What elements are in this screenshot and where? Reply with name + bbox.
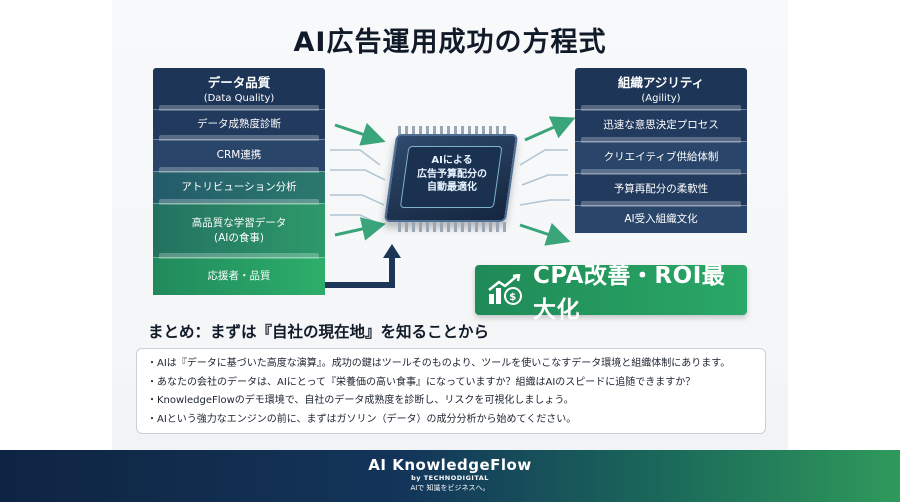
summary-line: ・あなたの会社のデータは、AIにとって『栄養価の高い食事』になっていますか？組織… — [147, 376, 696, 388]
layer-label: 迅速な意思決定プロセス — [603, 119, 719, 132]
data-quality-subtitle: (Data Quality) — [203, 93, 275, 104]
chip-label: AIによる 広告予算配分の 自動最適化 — [417, 155, 487, 193]
data-quality-stack: データ品質 (Data Quality) データ成熟度診断 CRM連携 アトリビ… — [153, 68, 325, 295]
layer-training-data: 高品質な学習データ (AIの食事) — [153, 199, 325, 257]
layer-label: クリエイティブ供給体制 — [603, 151, 719, 164]
chip-pins — [398, 222, 508, 232]
agility-stack: 組織アジリティ (Agility) 迅速な意思決定プロセス クリエイティブ供給体… — [575, 68, 747, 233]
data-quality-title: データ品質 — [207, 75, 271, 90]
agility-header: 組織アジリティ (Agility) — [575, 68, 747, 109]
summary-line: ・AIという強力なエンジンの前に、まずはガソリン（データ）の成分分析から始めてく… — [147, 413, 577, 425]
footer-brand: AI KnowledgeFlow — [368, 456, 532, 474]
summary-line: ・KnowledgeFlowのデモ環境で、自社のデータ成熟度を診断し、リスクを可… — [147, 395, 574, 406]
chip-pins — [398, 126, 508, 136]
footer-by: by TECHNODIGITAL — [411, 474, 489, 482]
layer-creative: クリエイティブ供給体制 — [575, 137, 747, 173]
layer-culture: AI受入組織文化 — [575, 201, 747, 233]
layer-label: データ成熟度診断 — [197, 118, 281, 131]
left-margin — [0, 0, 112, 450]
layer-label: AI受入組織文化 — [624, 213, 698, 226]
ai-chip: AIによる 広告予算配分の 自動最適化 — [372, 118, 530, 246]
layer-label: CRM連携 — [216, 149, 262, 162]
summary-line: ・AIは『データに基づいた高度な演算』。成功の鍵はツールそのものより、ツールを使… — [147, 358, 731, 369]
layer-label: 予算再配分の柔軟性 — [613, 183, 709, 196]
result-label: CPA改善・ROI最大化 — [533, 263, 726, 323]
layer-crm: CRM連携 — [153, 135, 325, 171]
data-quality-header: データ品質 (Data Quality) — [153, 68, 325, 109]
agility-title: 組織アジリティ — [617, 75, 705, 90]
layer-quality: 応援者・品質 — [153, 253, 325, 295]
growth-chart-coin-icon: $ — [488, 274, 522, 305]
layer-budget: 予算再配分の柔軟性 — [575, 169, 747, 205]
layer-sublabel: (AIの食事) — [214, 231, 264, 244]
layer-maturity-diagnosis: データ成熟度診断 — [153, 105, 325, 139]
agility-subtitle: (Agility) — [641, 93, 681, 104]
layer-decision: 迅速な意思決定プロセス — [575, 105, 747, 141]
layer-label: 高品質な学習データ — [191, 217, 287, 230]
footer-tagline: AIで 知識をビジネスへ。 — [410, 484, 490, 492]
footer-banner: AI KnowledgeFlow by TECHNODIGITAL AIで 知識… — [0, 450, 900, 502]
result-banner: $ CPA改善・ROI最大化 — [475, 263, 747, 323]
svg-text:$: $ — [509, 292, 516, 303]
layer-label: アトリビューション分析 — [181, 181, 297, 194]
slide-title: AI広告運用成功の方程式 — [293, 27, 607, 58]
right-margin — [788, 0, 900, 450]
layer-attribution: アトリビューション分析 — [153, 167, 325, 203]
summary-box: ・AIは『データに基づいた高度な演算』。成功の鍵はツールそのものより、ツールを使… — [136, 348, 766, 434]
summary-title: まとめ：まずは『自社の現在地』を知ることから — [148, 323, 490, 341]
layer-label: 応援者・品質 — [207, 270, 271, 283]
